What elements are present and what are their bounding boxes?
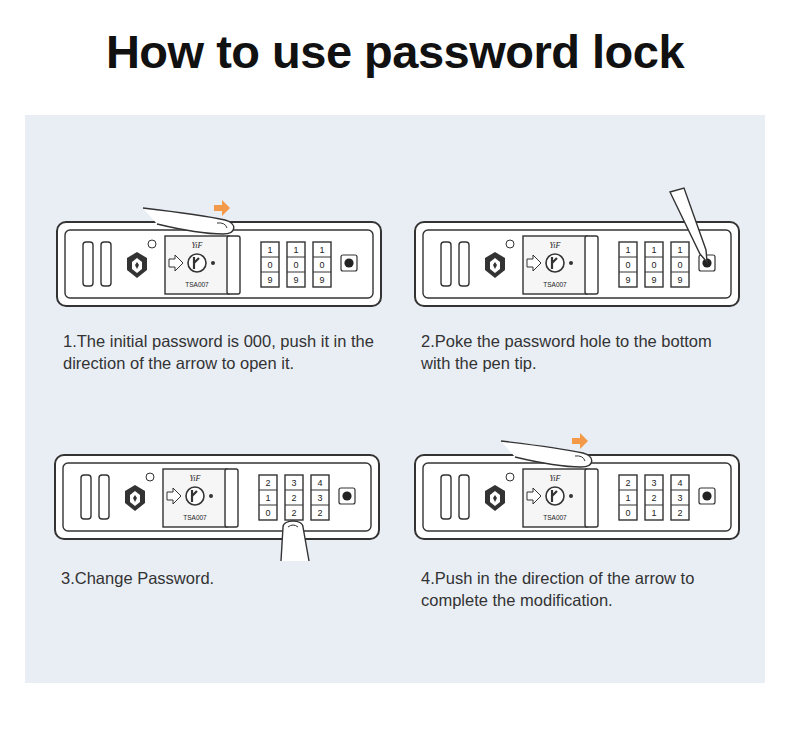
dial-digit: 0 [677,260,682,270]
dial-digit: 0 [293,260,298,270]
brand-name: YiF [550,241,561,250]
dial-digit: 0 [265,508,270,518]
panel-ground [25,115,765,683]
model-number: TSA007 [543,514,567,522]
brand-name: YiF [192,241,203,250]
dial-digit: 1 [265,493,270,503]
dial-digit: 2 [291,508,296,518]
dial-digit: 2 [291,493,296,503]
dial-digit: 9 [651,275,656,285]
dial-digit: 3 [317,493,322,503]
dial-digit: 2 [317,508,322,518]
model-number: TSA007 [543,281,567,289]
dial-digit: 3 [291,478,296,488]
dial-digit: 1 [625,245,630,255]
dial-digit: 1 [677,245,682,255]
push-arrow [572,433,588,449]
step-caption: 2.Poke the password hole to the bottom w… [421,330,741,374]
pushing-finger [501,441,592,467]
model-number: TSA007 [185,281,209,289]
pushing-finger [143,208,234,234]
dial-digit: 2 [625,478,630,488]
dial-digit: 2 [677,508,682,518]
title: How to use password lock [0,24,790,79]
turning-finger [281,521,309,561]
dial-digit: 9 [293,275,298,285]
dial-digit: 9 [267,275,272,285]
dial-digit: 1 [651,245,656,255]
dial-digit: 1 [267,245,272,255]
dial-digit: 1 [319,245,324,255]
dial-digit: 9 [677,275,682,285]
step-caption: 3.Change Password. [61,567,381,589]
model-number: TSA007 [183,514,207,522]
dial-digit: 2 [651,493,656,503]
dial-digit: 1 [625,493,630,503]
dial-digit: 3 [651,478,656,488]
dial-digit: 9 [625,275,630,285]
lock-body [55,455,379,539]
dial-digit: 3 [677,493,682,503]
push-arrow [214,200,230,216]
dial-digit: 0 [319,260,324,270]
step-caption: 4.Push in the direction of the arrow to … [421,567,741,611]
dial-digit: 0 [625,508,630,518]
dial-digit: 9 [319,275,324,285]
dial-digit: 2 [265,478,270,488]
step-caption: 1.The initial password is 000, push it i… [63,330,383,374]
brand-name: YiF [190,474,201,483]
dial-digit: 4 [317,478,322,488]
dial-digit: 0 [625,260,630,270]
dial-digit: 4 [677,478,682,488]
dial-digit: 1 [293,245,298,255]
dial-digit: 1 [651,508,656,518]
dial-digit: 0 [651,260,656,270]
dial-digit: 0 [267,260,272,270]
brand-name: YiF [550,474,561,483]
pen-tip [670,188,707,262]
